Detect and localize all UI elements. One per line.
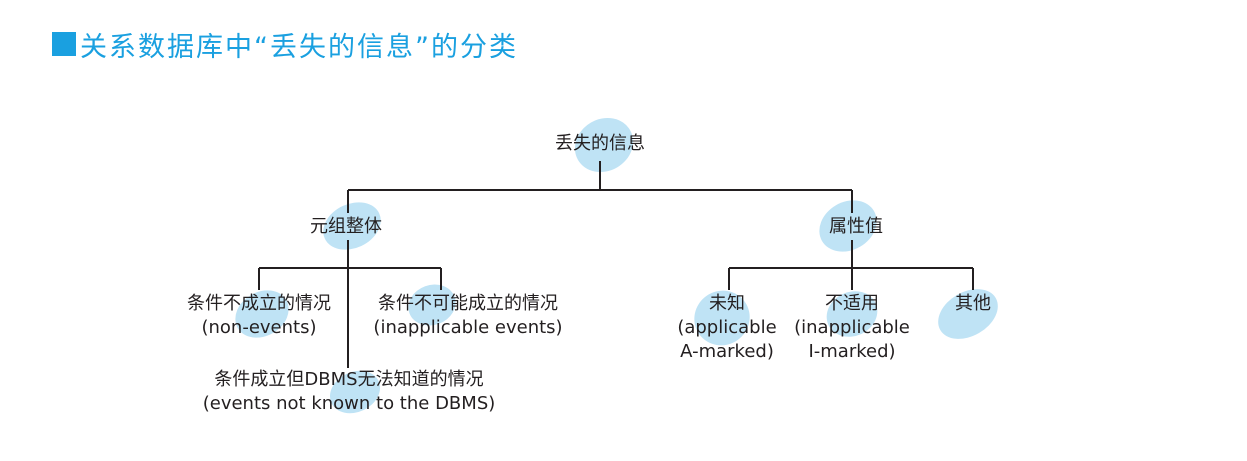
- blob-a-marked: [694, 290, 750, 346]
- title-square-icon: [52, 32, 76, 56]
- node-i-marked-line1: 不适用: [825, 293, 879, 314]
- node-other-label: 其他: [955, 293, 991, 314]
- blob-tuple: [323, 202, 381, 250]
- node-inapplicable-events: 条件不可能成立的情况 (inapplicable events): [356, 292, 580, 340]
- node-unknown-events-line2: (events not known to the DBMS): [202, 393, 496, 414]
- blob-inapplicable-events: [408, 284, 456, 326]
- node-non-events-line1: 条件不成立的情况: [187, 293, 331, 314]
- node-root: 丢失的信息: [500, 132, 700, 156]
- node-other: 其他: [923, 292, 1023, 316]
- title-text: 关系数据库中“丢失的信息”的分类: [80, 31, 518, 63]
- node-a-marked-line3: A-marked): [680, 341, 774, 362]
- node-tuple-label: 元组整体: [310, 216, 382, 237]
- blob-unknown-events: [329, 370, 381, 414]
- node-inapplicable-events-line2: (inapplicable events): [373, 317, 563, 338]
- blob-other: [938, 289, 998, 339]
- node-attribute-label: 属性值: [829, 216, 883, 237]
- node-i-marked-line3: I-marked): [808, 341, 896, 362]
- page-title: 关系数据库中“丢失的信息”的分类: [52, 24, 518, 64]
- node-unknown-events-line1: 条件成立但DBMS无法知道的情况: [214, 369, 484, 390]
- node-attribute: 属性值: [756, 215, 956, 239]
- highlight-blobs: [235, 117, 998, 414]
- blob-non-events: [235, 290, 289, 338]
- node-root-label: 丢失的信息: [555, 133, 645, 154]
- blob-i-marked: [826, 291, 878, 337]
- blob-root: [574, 117, 634, 173]
- node-i-marked-line2: (inapplicable: [794, 317, 910, 338]
- connector-lines: [258, 161, 974, 368]
- node-a-marked-line2: (applicable: [677, 317, 777, 338]
- node-i-marked: 不适用 (inapplicable I-marked): [782, 292, 922, 364]
- node-a-marked: 未知 (applicable A-marked): [662, 292, 792, 364]
- blob-attribute: [819, 200, 877, 252]
- node-non-events: 条件不成立的情况 (non-events): [157, 292, 361, 340]
- node-inapplicable-events-line1: 条件不可能成立的情况: [378, 293, 558, 314]
- node-a-marked-line1: 未知: [709, 293, 745, 314]
- node-tuple: 元组整体: [246, 215, 446, 239]
- node-non-events-line2: (non-events): [201, 317, 317, 338]
- node-unknown-events: 条件成立但DBMS无法知道的情况 (events not known to th…: [188, 368, 510, 416]
